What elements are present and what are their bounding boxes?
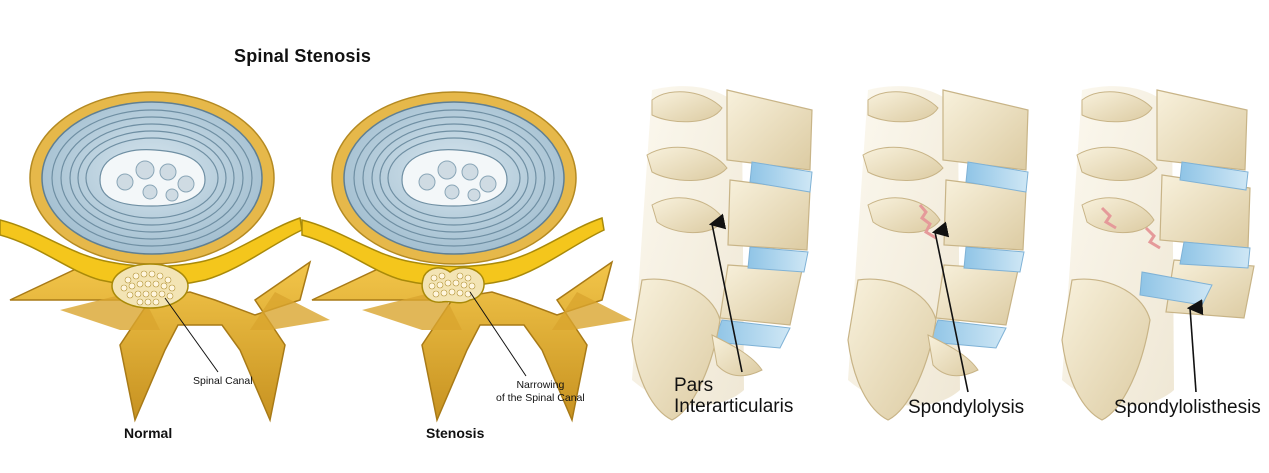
normal-vertebra [0, 91, 330, 423]
stenosis-vertebra [301, 91, 632, 423]
spondylolysis-arrow [931, 221, 969, 393]
spondylolisthesis-label: Spondylolisthesis [1114, 397, 1261, 418]
normal-nucleus [99, 149, 206, 207]
pars-label: Pars Interarticularis [674, 375, 793, 417]
pars-label-line1: Pars [674, 375, 714, 396]
pars-interarticularis-spine [631, 86, 813, 421]
spinal-canal-label: Spinal Canal [193, 375, 253, 387]
pars-fracture [918, 204, 937, 240]
normal-caption: Normal [124, 425, 173, 441]
narrowing-label: Narrowing of the Spinal Canal [496, 379, 585, 405]
spondylolisthesis-spine [1061, 86, 1255, 421]
narrowing-label-line1: Narrowing [516, 379, 565, 391]
spondylolysis-spine [847, 86, 1029, 421]
normal-lamina [9, 259, 312, 423]
pars-arrow [708, 213, 743, 373]
spondylolisthesis-arrow [1186, 299, 1204, 393]
slip-fracture [1100, 206, 1161, 250]
stenosis-caption: Stenosis [426, 425, 485, 441]
diagram-title: Spinal Stenosis [234, 46, 372, 66]
narrowing-label-line2: of the Spinal Canal [496, 392, 585, 404]
pars-label-line2: Interarticularis [674, 396, 794, 417]
spondylolysis-label: Spondylolysis [908, 397, 1025, 418]
spinal-canal-pointer [164, 297, 219, 373]
narrowing-pointer [469, 291, 527, 377]
